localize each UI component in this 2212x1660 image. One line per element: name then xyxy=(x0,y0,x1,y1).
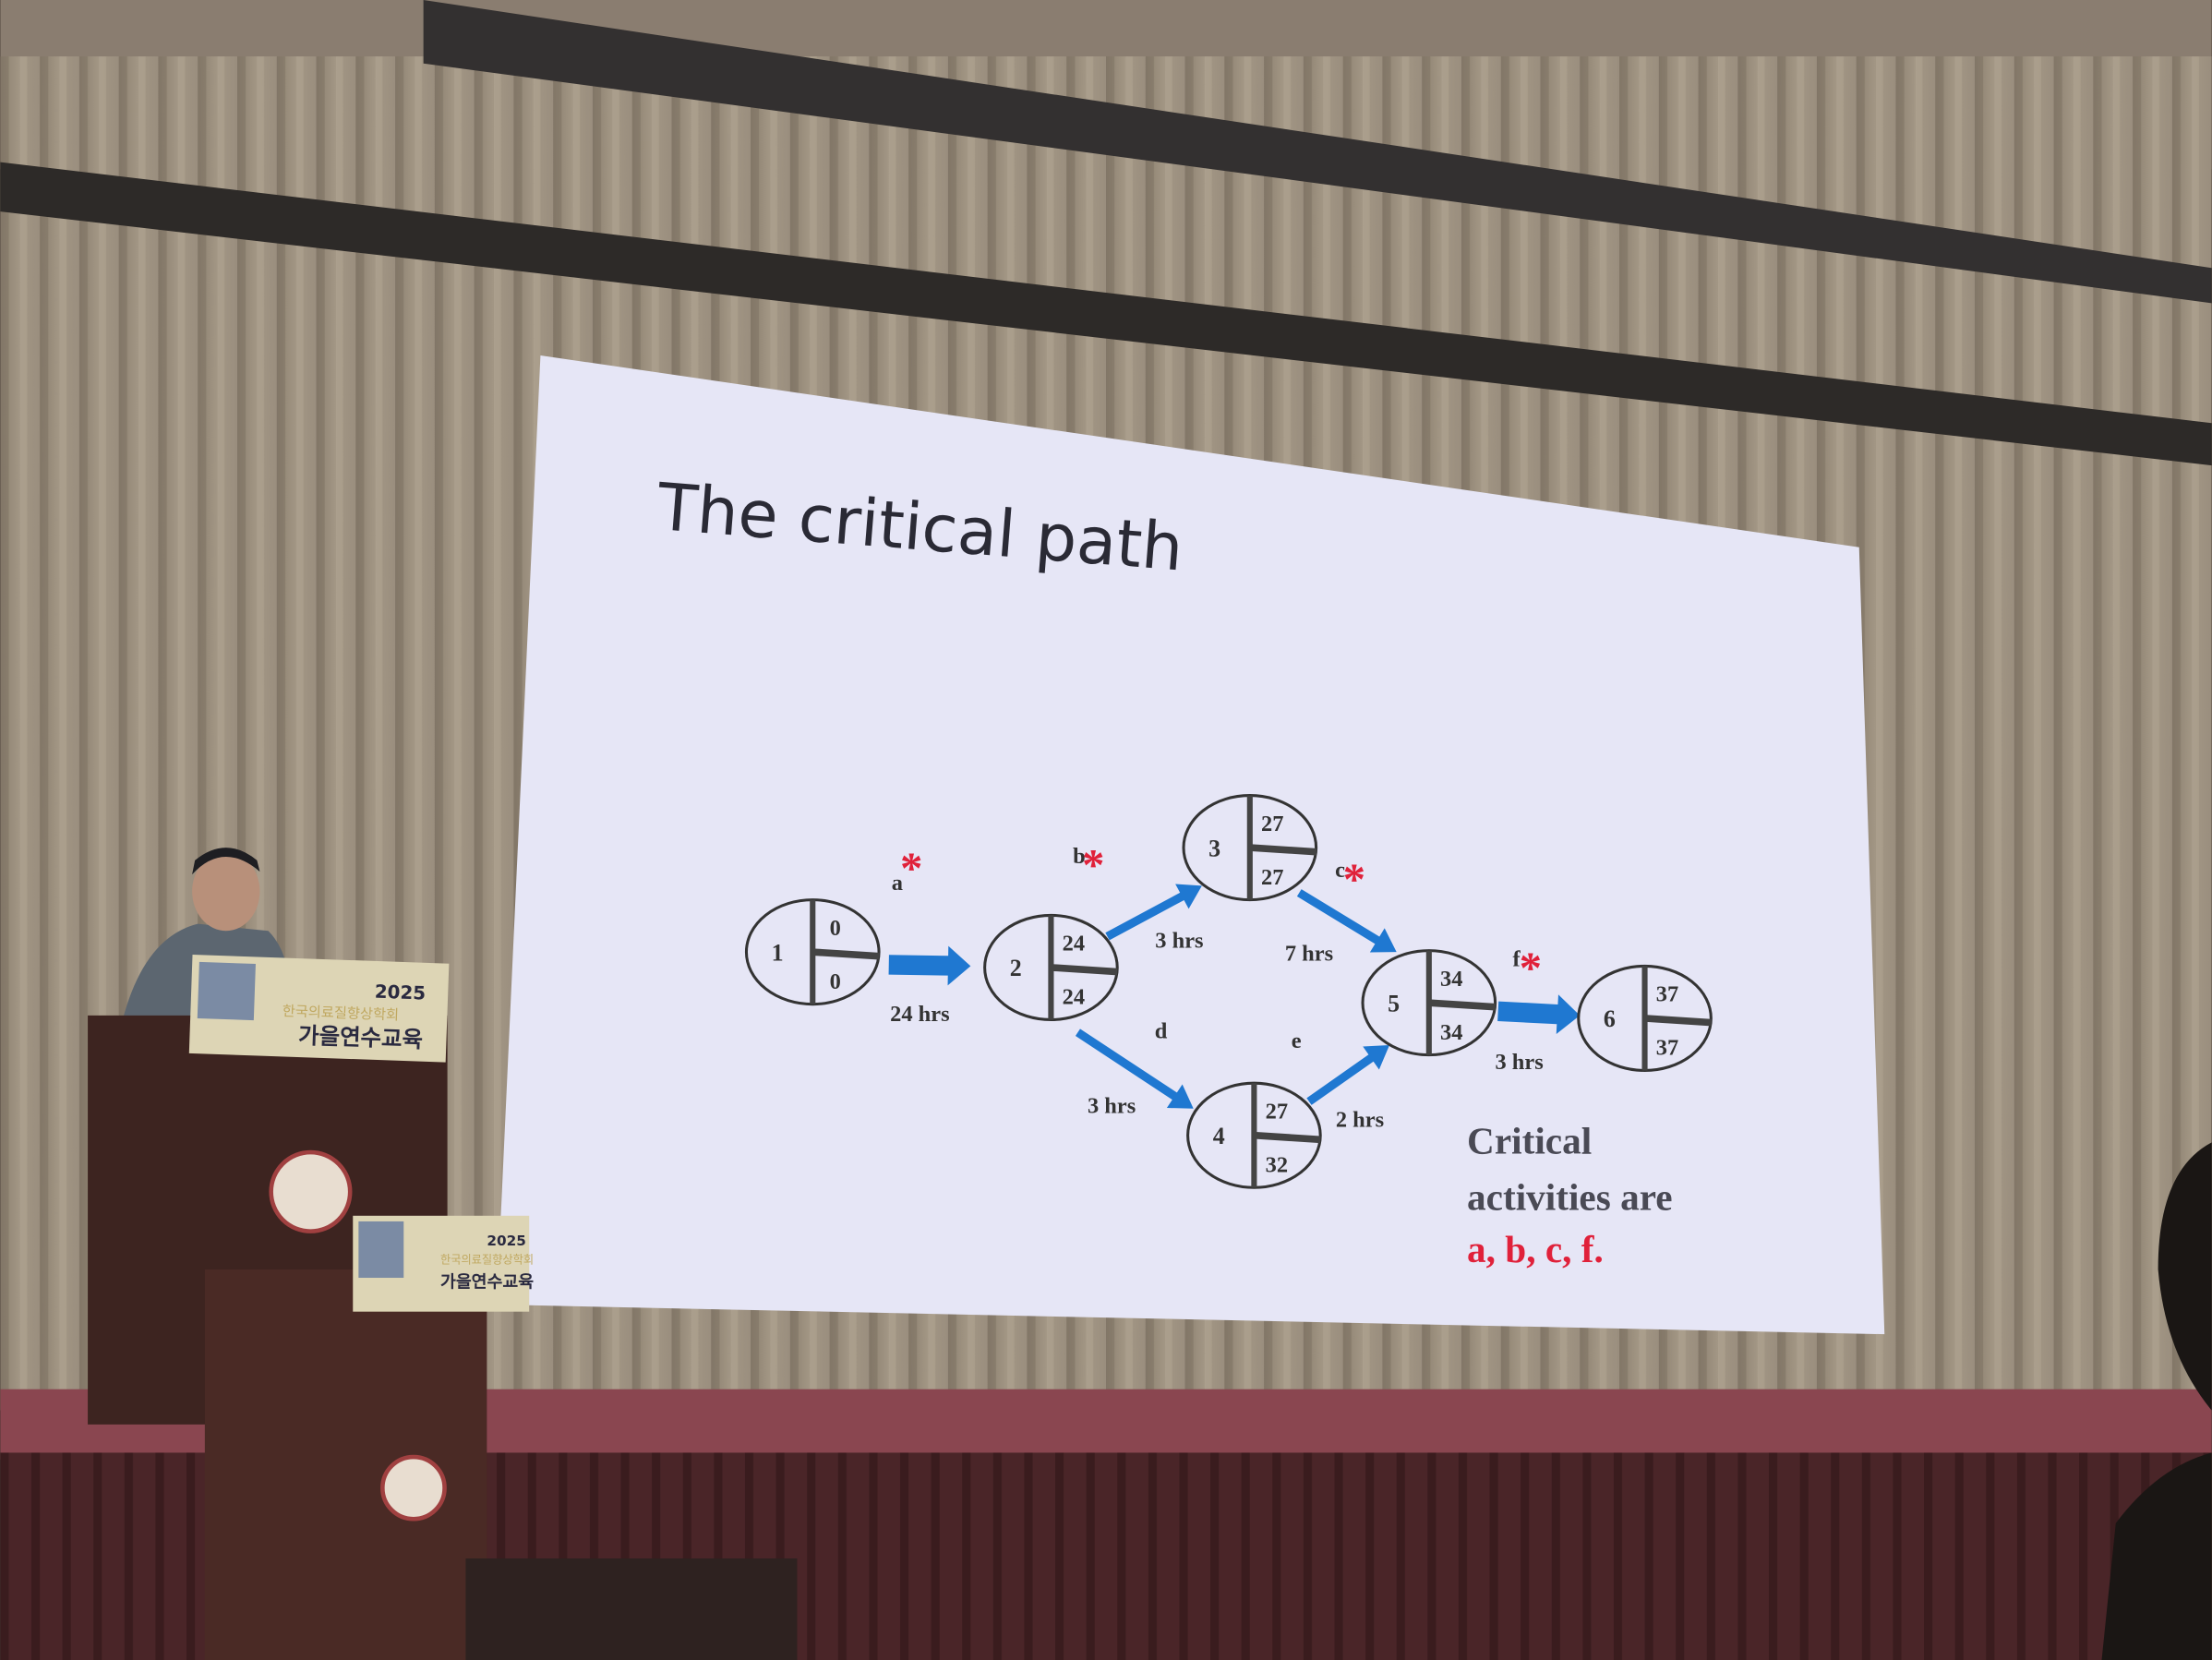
activity-duration-a: 24 hrs xyxy=(890,1002,950,1027)
node-4-earliest-start: 27 xyxy=(1266,1099,1288,1124)
critical-marker-c: * xyxy=(1343,854,1365,905)
svg-text:가을연수교육: 가을연수교육 xyxy=(298,1022,424,1053)
podium-sign-rear: 2025 한국의료질향상학회 가을연수교육 xyxy=(188,955,450,1063)
activity-label-d: d xyxy=(1155,1018,1168,1043)
audience-member-silhouette xyxy=(2101,1142,2212,1660)
projection-screen xyxy=(497,355,1885,1335)
front-podium xyxy=(204,1269,487,1660)
node-4-number: 4 xyxy=(1213,1123,1225,1149)
svg-text:가을연수교육: 가을연수교육 xyxy=(440,1273,534,1293)
activity-duration-d: 3 hrs xyxy=(1088,1093,1136,1118)
activity-arrow-a xyxy=(888,945,971,986)
node-1-latest-start: 0 xyxy=(830,969,841,994)
node-divider-horizontal xyxy=(1428,999,1496,1011)
activity-label-b: b xyxy=(1073,844,1086,869)
node-6-earliest-start: 37 xyxy=(1656,982,1678,1007)
activity-arrow-e xyxy=(1306,1044,1390,1105)
critical-marker-a: * xyxy=(900,842,922,893)
svg-text:한국의료질향상학회: 한국의료질향상학회 xyxy=(282,1003,399,1023)
node-2-latest-start: 24 xyxy=(1063,985,1085,1010)
activity-arrow-f xyxy=(1497,994,1581,1034)
node-divider-horizontal xyxy=(812,948,880,960)
node-divider-horizontal xyxy=(1644,1015,1712,1027)
node-1-earliest-start: 0 xyxy=(830,916,841,941)
node-5-number: 5 xyxy=(1388,990,1400,1016)
node-2-earliest-start: 24 xyxy=(1063,932,1085,956)
svg-text:2025: 2025 xyxy=(487,1233,526,1249)
node-1-number: 1 xyxy=(772,939,784,966)
podium-emblem xyxy=(269,1149,353,1233)
activity-duration-f: 3 hrs xyxy=(1495,1050,1543,1075)
activity-arrow-c xyxy=(1296,889,1397,953)
node-6-latest-start: 37 xyxy=(1656,1036,1678,1061)
activity-arrow-d xyxy=(1075,1028,1194,1109)
node-6-number: 6 xyxy=(1604,1005,1616,1032)
summary-line-3: a, b, c, f. xyxy=(1467,1228,1604,1270)
activity-duration-c: 7 hrs xyxy=(1285,941,1333,966)
critical-marker-f: * xyxy=(1520,943,1542,993)
activity-label-a: a xyxy=(892,871,903,896)
podium-sign-front: 2025 한국의료질향상학회 가을연수교육 xyxy=(353,1215,534,1312)
activity-arrow-b xyxy=(1105,884,1202,941)
node-4-latest-start: 32 xyxy=(1266,1152,1288,1177)
node-divider-horizontal xyxy=(1254,1131,1321,1144)
truss-beam xyxy=(0,162,2212,466)
svg-text:한국의료질향상학회: 한국의료질향상학회 xyxy=(440,1254,534,1267)
critical-marker-b: * xyxy=(1082,839,1104,890)
activity-label-c: c xyxy=(1335,858,1345,883)
svg-text:2025: 2025 xyxy=(374,981,426,1004)
node-3-number: 3 xyxy=(1208,835,1220,861)
node-5-earliest-start: 34 xyxy=(1440,967,1462,992)
stage-step xyxy=(465,1558,798,1660)
summary-line-2: activities are xyxy=(1467,1176,1673,1219)
activity-duration-e: 2 hrs xyxy=(1336,1108,1384,1133)
node-divider-horizontal xyxy=(1051,964,1118,976)
activity-label-f: f xyxy=(1512,946,1521,971)
podium-emblem-front xyxy=(380,1454,447,1522)
node-3-latest-start: 27 xyxy=(1261,865,1283,890)
activity-duration-b: 3 hrs xyxy=(1155,929,1203,954)
node-5-latest-start: 34 xyxy=(1440,1020,1462,1045)
node-divider-horizontal xyxy=(1249,844,1316,856)
node-2-number: 2 xyxy=(1010,955,1022,981)
activity-label-e: e xyxy=(1292,1028,1302,1053)
node-3-earliest-start: 27 xyxy=(1261,812,1283,836)
truss-beam-upper xyxy=(423,0,2212,304)
summary-line-1: Critical xyxy=(1467,1120,1592,1162)
